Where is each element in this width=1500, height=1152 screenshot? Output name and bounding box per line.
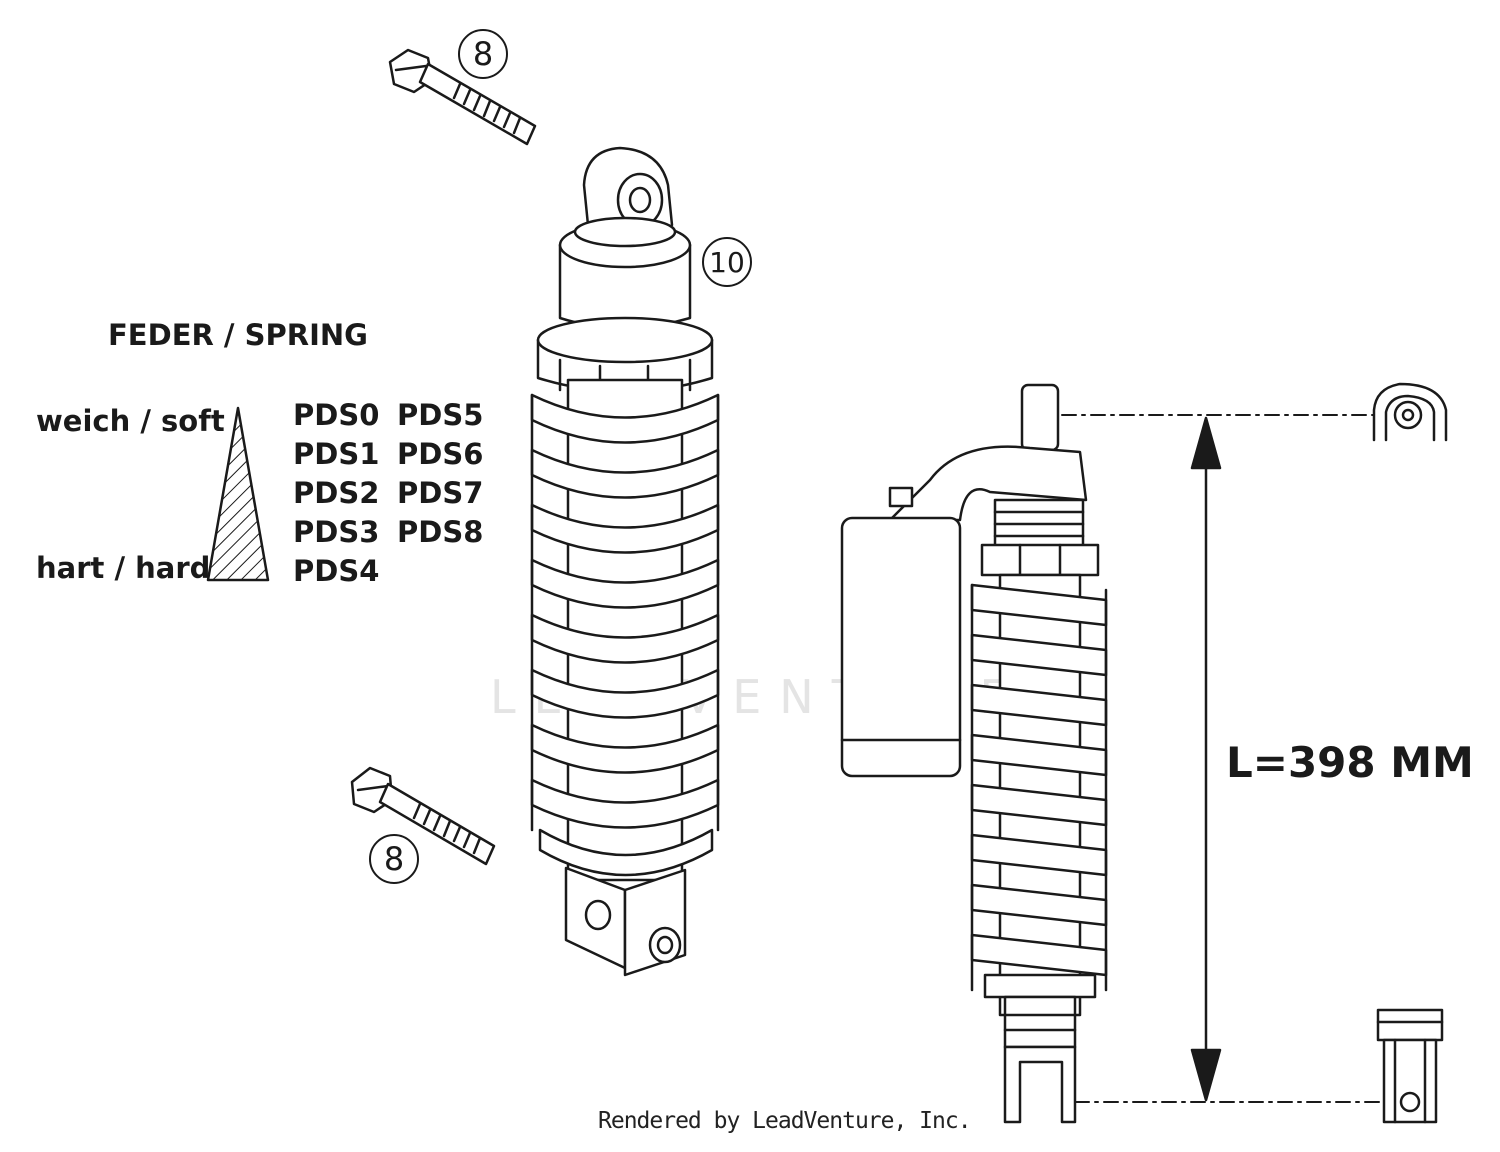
callout-bottom-bolt[interactable]: 8 [369, 834, 419, 884]
bottom-bolt-icon [350, 766, 496, 866]
spring-rate-pds7: PDS7 [397, 476, 484, 510]
hard-label: hart / hard [36, 551, 211, 585]
bottom-mount-detail-icon [1376, 1008, 1444, 1124]
length-dimension-label: L=398 MM [1226, 738, 1474, 787]
callout-top-bolt[interactable]: 8 [458, 29, 508, 79]
stiffness-triangle [206, 406, 270, 582]
top-mount-detail-icon [1372, 382, 1448, 442]
shock-absorber-icon [530, 146, 720, 977]
spring-rate-pds6: PDS6 [397, 437, 484, 471]
spring-rate-pds0: PDS0 [293, 398, 380, 432]
shock-side-view-icon [840, 383, 1108, 1124]
render-credit: Rendered by LeadVenture, Inc. [598, 1108, 972, 1134]
spring-rate-pds3: PDS3 [293, 515, 380, 549]
callout-shock-absorber[interactable]: 10 [702, 237, 752, 287]
spring-rate-pds1: PDS1 [293, 437, 380, 471]
spring-rate-pds5: PDS5 [397, 398, 484, 432]
dimension-line [1061, 414, 1401, 1103]
spring-rate-pds4: PDS4 [293, 554, 380, 588]
spring-rate-pds8: PDS8 [397, 515, 484, 549]
spring-legend-title: FEDER / SPRING [108, 318, 368, 352]
spring-rate-pds2: PDS2 [293, 476, 380, 510]
soft-label: weich / soft [36, 404, 225, 438]
top-bolt-icon [388, 48, 537, 146]
